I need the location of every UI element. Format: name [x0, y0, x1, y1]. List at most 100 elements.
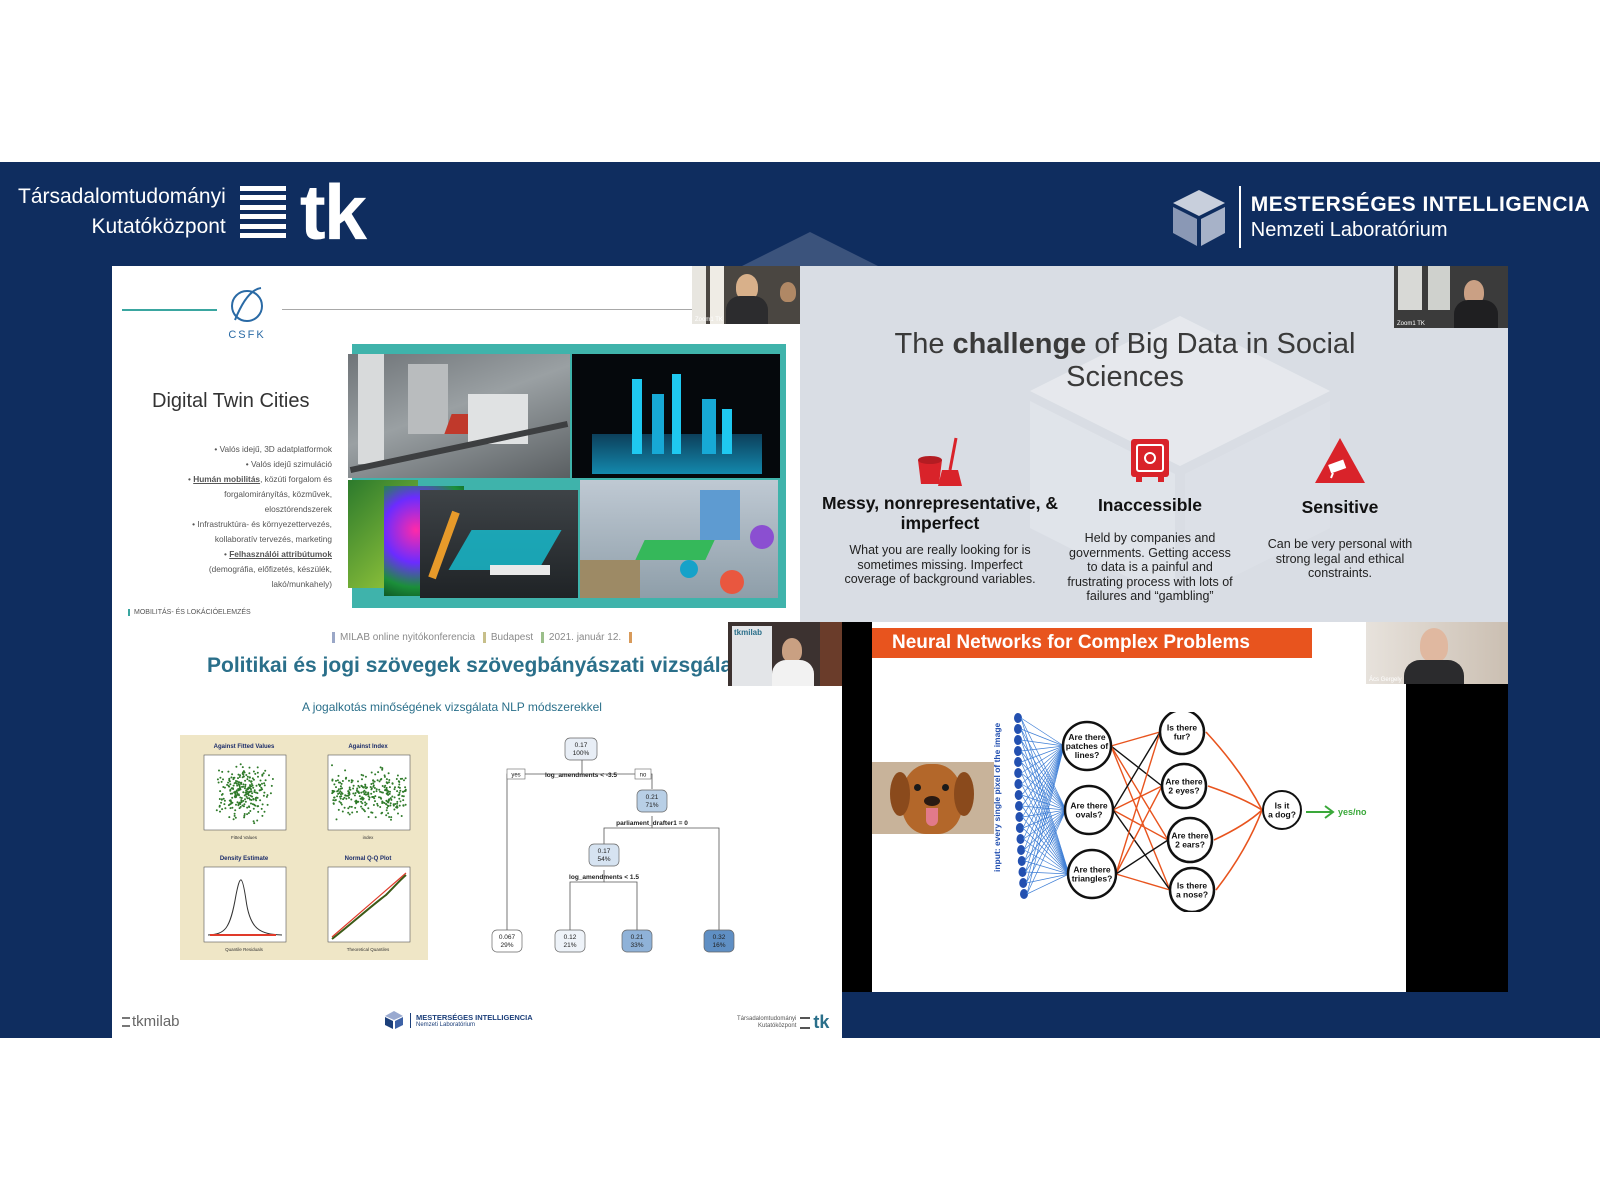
- video-tile-neural-networks[interactable]: Neural Networks for Complex Problems inp…: [842, 622, 1508, 992]
- scatter-point: [376, 802, 379, 805]
- participant-camera[interactable]: Zoom1 TK: [692, 266, 800, 324]
- tree-leaf-share: 16%: [712, 942, 725, 949]
- scatter-point: [344, 777, 347, 780]
- hidden-edge: [1112, 731, 1161, 811]
- scatter-point: [364, 783, 367, 786]
- scatter-point: [381, 811, 384, 814]
- tree-no-label: no: [640, 773, 647, 779]
- video-tile-big-data[interactable]: The challenge of Big Data in Social Scie…: [800, 266, 1508, 622]
- scatter-point: [393, 796, 396, 799]
- dog-photo: [872, 762, 994, 834]
- scatter-point: [393, 788, 396, 791]
- video-tile-digital-twin[interactable]: CSFK Digital Twin Cities • Valós idejű, …: [112, 266, 800, 626]
- camera-label: tkmilab: [734, 628, 763, 637]
- scatter-point: [239, 763, 242, 766]
- scatter-point: [396, 806, 399, 809]
- scatter-point: [395, 778, 398, 780]
- city-image-collage: [348, 344, 786, 608]
- scatter-point: [333, 783, 336, 786]
- participant-camera[interactable]: Zoom1 TK: [1394, 266, 1508, 328]
- scatter-point: [333, 796, 336, 799]
- scatter-point: [383, 786, 386, 789]
- slide-banner: Neural Networks for Complex Problems: [872, 628, 1312, 658]
- title-rule-right: [282, 309, 782, 310]
- scatter-point: [381, 801, 384, 804]
- scatter-point: [391, 795, 394, 798]
- scatter-point: [335, 779, 337, 782]
- title-suffix: of Big Data in Social Sciences: [1066, 328, 1356, 393]
- mi-logo: MESTERSÉGES INTELLIGENCIA Nemzeti Labora…: [1169, 186, 1590, 248]
- tree-leaf-value: 0.067: [499, 934, 516, 941]
- input-edge: [1020, 772, 1067, 811]
- input-pixel-dot: [1014, 735, 1022, 745]
- tree-node-value: 0.17: [598, 848, 611, 855]
- city-augmented-image: [580, 480, 778, 598]
- decision-tree: 0.17 100% yes no log_amendments < -3.5 0…: [487, 734, 757, 954]
- video-tile-text-mining[interactable]: MILAB online nyitókonferencia Budapest 2…: [112, 622, 842, 1038]
- scatter-point: [336, 790, 339, 793]
- scatter-point: [347, 807, 350, 810]
- scatter-point: [218, 805, 221, 808]
- scatter-point: [245, 789, 248, 792]
- input-edge: [1020, 745, 1065, 763]
- scatter-point: [259, 799, 262, 802]
- scatter-point: [238, 776, 241, 778]
- participant-camera[interactable]: tkmilab: [728, 622, 842, 686]
- scatter-point: [348, 791, 351, 794]
- scatter-point: [376, 779, 379, 782]
- scatter-point: [247, 794, 250, 797]
- scatter-point: [389, 797, 392, 800]
- scatter-point: [361, 802, 364, 805]
- scatter-point: [364, 775, 367, 778]
- scatter-point: [256, 766, 259, 769]
- input-pixel-dot: [1014, 713, 1022, 723]
- scatter-point: [235, 803, 237, 806]
- diag-title: Density Estimate: [220, 856, 269, 862]
- scatter-point: [352, 787, 355, 790]
- scatter-point: [254, 798, 257, 800]
- scatter-point: [264, 769, 267, 772]
- tree-node-value: 0.21: [646, 794, 659, 801]
- cube-logo-icon: [1172, 190, 1225, 246]
- scatter-point: [221, 808, 224, 811]
- scatter-point: [248, 776, 251, 779]
- scatter-point: [221, 770, 224, 773]
- scatter-point: [368, 796, 371, 799]
- scatter-point: [354, 806, 357, 809]
- scatter-point: [242, 773, 245, 776]
- input-pixel-dot: [1019, 878, 1028, 888]
- scatter-point: [396, 802, 399, 805]
- scatter-point: [229, 792, 232, 795]
- challenge-body: Can be very personal with strong legal a…: [1267, 537, 1413, 580]
- tk-footer-line1: Társadalomtudományi: [737, 1015, 797, 1022]
- scatter-point: [244, 785, 247, 788]
- scatter-point: [398, 797, 401, 800]
- scatter-point: [388, 798, 391, 801]
- scatter-point: [223, 799, 226, 802]
- scatter-point: [255, 784, 258, 787]
- scatter-point: [261, 788, 264, 791]
- scatter-point: [238, 787, 241, 790]
- participant-camera[interactable]: Ács Gergely: [1366, 622, 1508, 684]
- input-edge: [1023, 838, 1070, 875]
- scatter-point: [374, 816, 377, 819]
- scatter-point: [253, 822, 256, 825]
- scatter-point: [387, 812, 390, 815]
- input-edge: [1026, 873, 1070, 895]
- title-prefix: The: [894, 328, 953, 360]
- scatter-point: [354, 800, 357, 803]
- scatter-point: [250, 788, 252, 791]
- scatter-point: [250, 783, 253, 785]
- scatter-point: [398, 793, 401, 796]
- scatter-point: [362, 790, 365, 793]
- scatter-point: [393, 808, 396, 811]
- input-edge: [1020, 750, 1070, 875]
- scatter-point: [387, 801, 390, 804]
- scatter-point: [355, 789, 358, 792]
- scatter-point: [249, 790, 252, 793]
